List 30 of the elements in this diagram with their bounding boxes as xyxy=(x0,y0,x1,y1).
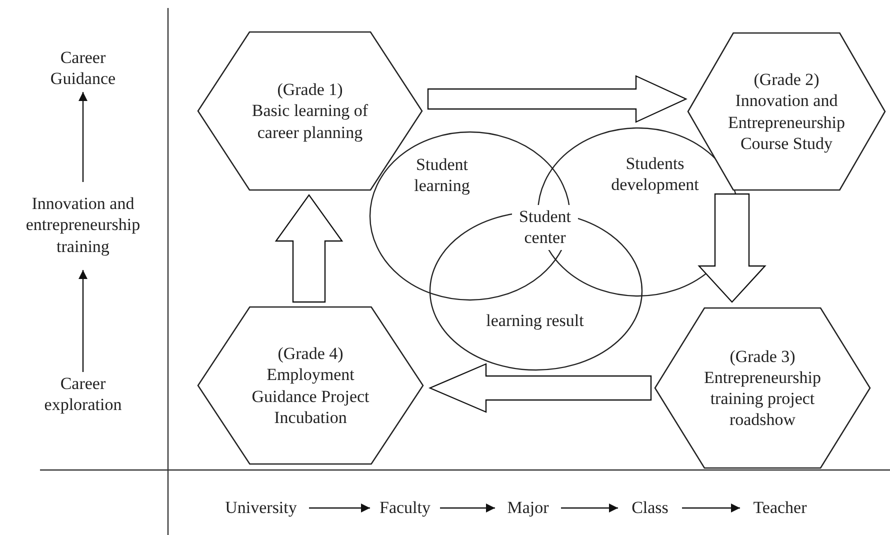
circle-label: Students development xyxy=(610,153,700,196)
axis-label: Teacher xyxy=(742,496,818,520)
axis-label: Career exploration xyxy=(28,372,138,416)
grade-heading: (Grade 3) xyxy=(730,346,796,367)
arrow xyxy=(682,504,740,512)
grade-heading: (Grade 1) xyxy=(277,79,343,100)
stage-text: Employment Guidance Project Incubation xyxy=(250,364,370,428)
arrow xyxy=(440,504,495,512)
grade-heading: (Grade 2) xyxy=(754,69,820,90)
axis-label: Career Guidance xyxy=(28,46,138,90)
axis-label: University xyxy=(216,496,306,520)
arrow xyxy=(309,504,370,512)
axis-label: Class xyxy=(620,496,680,520)
block-arrow xyxy=(427,75,688,123)
block-arrow xyxy=(274,194,344,303)
arrow xyxy=(78,270,88,372)
center-label: Student center xyxy=(512,205,578,250)
block-arrow xyxy=(698,193,766,303)
arrow xyxy=(78,92,88,182)
stage-text: Innovation and Entrepreneurship Course Study xyxy=(728,90,846,154)
axis-label: Major xyxy=(497,496,559,520)
circle-label: learning result xyxy=(485,310,585,332)
stage-text: Entrepreneurship training project roadshow xyxy=(702,366,822,430)
axis-label: Faculty xyxy=(372,496,438,520)
axis-label: Innovation and entrepreneurship training xyxy=(18,182,148,268)
arrow xyxy=(561,504,618,512)
stage-text: Basic learning of career planning xyxy=(250,100,370,143)
block-arrow xyxy=(428,363,652,413)
grade-heading: (Grade 4) xyxy=(278,343,344,364)
circle-label: Student learning xyxy=(413,154,471,196)
